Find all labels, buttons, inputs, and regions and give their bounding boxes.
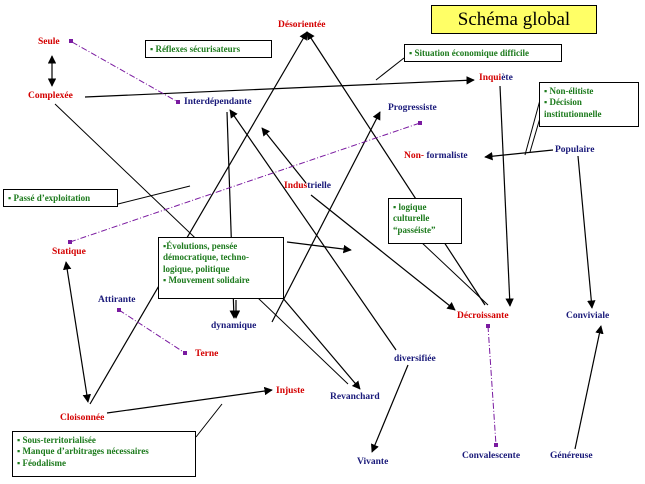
link-genereuse-conviviale [574, 325, 604, 450]
node-cloisonnee: Cloisonnée [60, 413, 105, 423]
diagram-title: Schéma global [431, 5, 597, 34]
node-seule: Seule [38, 37, 60, 47]
box-line: démocratique, techno- [163, 252, 249, 263]
dashed-endpoint [494, 443, 498, 447]
dashed-endpoint [68, 240, 72, 244]
line-passe-statique [117, 185, 191, 205]
node-complexee: Complexée [28, 91, 73, 101]
box-line: ▪ logique [393, 202, 427, 212]
dashed-endpoint [486, 324, 490, 328]
box-line: ▪ Décision [544, 97, 582, 108]
node-non-formaliste-red-part: Non- [404, 151, 425, 161]
dashed-attirante-terne [118, 309, 186, 354]
line-sous-territ-callout [195, 403, 223, 438]
box-line: ▪Évolutions, pensée [163, 241, 238, 251]
node-progressiste: Progressiste [388, 103, 437, 113]
link-industrielle-interdependante [261, 127, 307, 184]
box-evolutions: ▪Évolutions, pensée démocratique, techno… [158, 237, 284, 299]
node-revanchard: Revanchard [330, 392, 380, 402]
dashed-endpoint [69, 39, 73, 43]
node-attirante: Attirante [98, 295, 136, 305]
dashed-endpoint [176, 100, 180, 104]
node-interdependante: Interdépendante [184, 97, 252, 107]
box-line: logique, politique [163, 263, 230, 274]
box-line: ▪ Non-élitiste [544, 86, 594, 96]
link-complexee-inquiete [84, 76, 475, 98]
box-line: institutionnelle [544, 108, 602, 119]
box-line: ▪ Mouvement solidaire [163, 274, 250, 285]
dashed-endpoint [418, 121, 422, 125]
line-logique-callout [419, 240, 489, 306]
node-non-formaliste: Non- formaliste [404, 151, 468, 162]
link-industrielle-decroissante [310, 194, 456, 311]
box-line: ▪ Passé d’exploitation [8, 193, 91, 203]
node-populaire: Populaire [555, 145, 595, 155]
node-inquiete-blue-part: ète [501, 73, 513, 83]
node-decroissante: Décroissante [457, 311, 509, 321]
line-nonelitiste-callout [524, 99, 541, 156]
line-situation-callout [375, 57, 405, 81]
node-conviviale: Conviviale [566, 311, 610, 321]
node-inquiete-red-part: Inqui [479, 73, 502, 83]
box-situation-economique: ▪ Situation économique difficile [404, 44, 562, 62]
box-logique-culturelle: ▪ logique culturelle “passéiste” [388, 198, 462, 244]
node-industrielle: Industrielle [284, 181, 331, 192]
node-statique: Statique [52, 247, 86, 257]
link-statique-cloisonnee [63, 261, 91, 403]
dashed-seule-interdependante [71, 41, 179, 103]
node-industrielle-red-part: Indus [284, 181, 308, 191]
node-convalescente: Convalescente [462, 451, 521, 461]
node-industrielle-blue-part: trielle [307, 181, 331, 191]
link-cloisonnee-desorientee [89, 31, 308, 405]
link-evolutions-revanchard-2 [275, 289, 361, 390]
link-dynamique-progressiste [271, 111, 381, 323]
dashed-endpoint [183, 351, 187, 355]
box-non-elitiste: ▪ Non-élitiste ▪ Décision institutionnel… [539, 82, 639, 127]
box-line: ▪ Manque d’arbitrages nécessaires [17, 446, 149, 457]
node-vivante: Vivante [357, 457, 389, 467]
link-decroissante-desorientee [306, 31, 486, 306]
node-dynamique: dynamique [211, 321, 257, 331]
box-line: culturelle [393, 213, 430, 224]
box-line: ▪ Réflexes sécurisateurs [150, 44, 241, 54]
dashed-decroissante-convalescente [487, 325, 497, 446]
line-nonelitiste-callout-2 [529, 117, 541, 153]
box-reflexes-securisateurs: ▪ Réflexes sécurisateurs [145, 40, 272, 58]
link-diversifiee-vivante [371, 364, 409, 453]
dashed-statique-progressiste [69, 122, 421, 243]
node-inquiete: Inquiète [479, 73, 513, 84]
link-cloisonnee-injuste [106, 386, 273, 414]
box-passe-exploitation: ▪ Passé d’exploitation [3, 189, 118, 207]
node-non-formaliste-blue-part: formaliste [424, 151, 468, 161]
node-diversifiee: diversifiée [394, 354, 436, 364]
link-populaire-nonformaliste [484, 149, 554, 161]
link-populaire-conviviale [577, 155, 596, 309]
link-inquiete-decroissante [499, 85, 514, 307]
box-line: ▪ Féodalisme [17, 457, 66, 468]
dashed-endpoint [117, 308, 121, 312]
node-desorientee: Désorientée [278, 20, 326, 30]
box-line: ▪ Sous-territorialisée [17, 435, 96, 445]
link-diversifiee-interdependante [229, 109, 397, 351]
box-sous-territorialisee: ▪ Sous-territorialisée ▪ Manque d’arbitr… [12, 431, 196, 477]
box-line: “passéiste” [393, 224, 436, 235]
node-injuste: Injuste [276, 386, 305, 396]
box-line: ▪ Situation économique difficile [409, 48, 529, 58]
link-evolutions-revanchard [286, 241, 352, 254]
node-genereuse: Généreuse [550, 451, 593, 461]
node-terne: Terne [195, 349, 219, 359]
